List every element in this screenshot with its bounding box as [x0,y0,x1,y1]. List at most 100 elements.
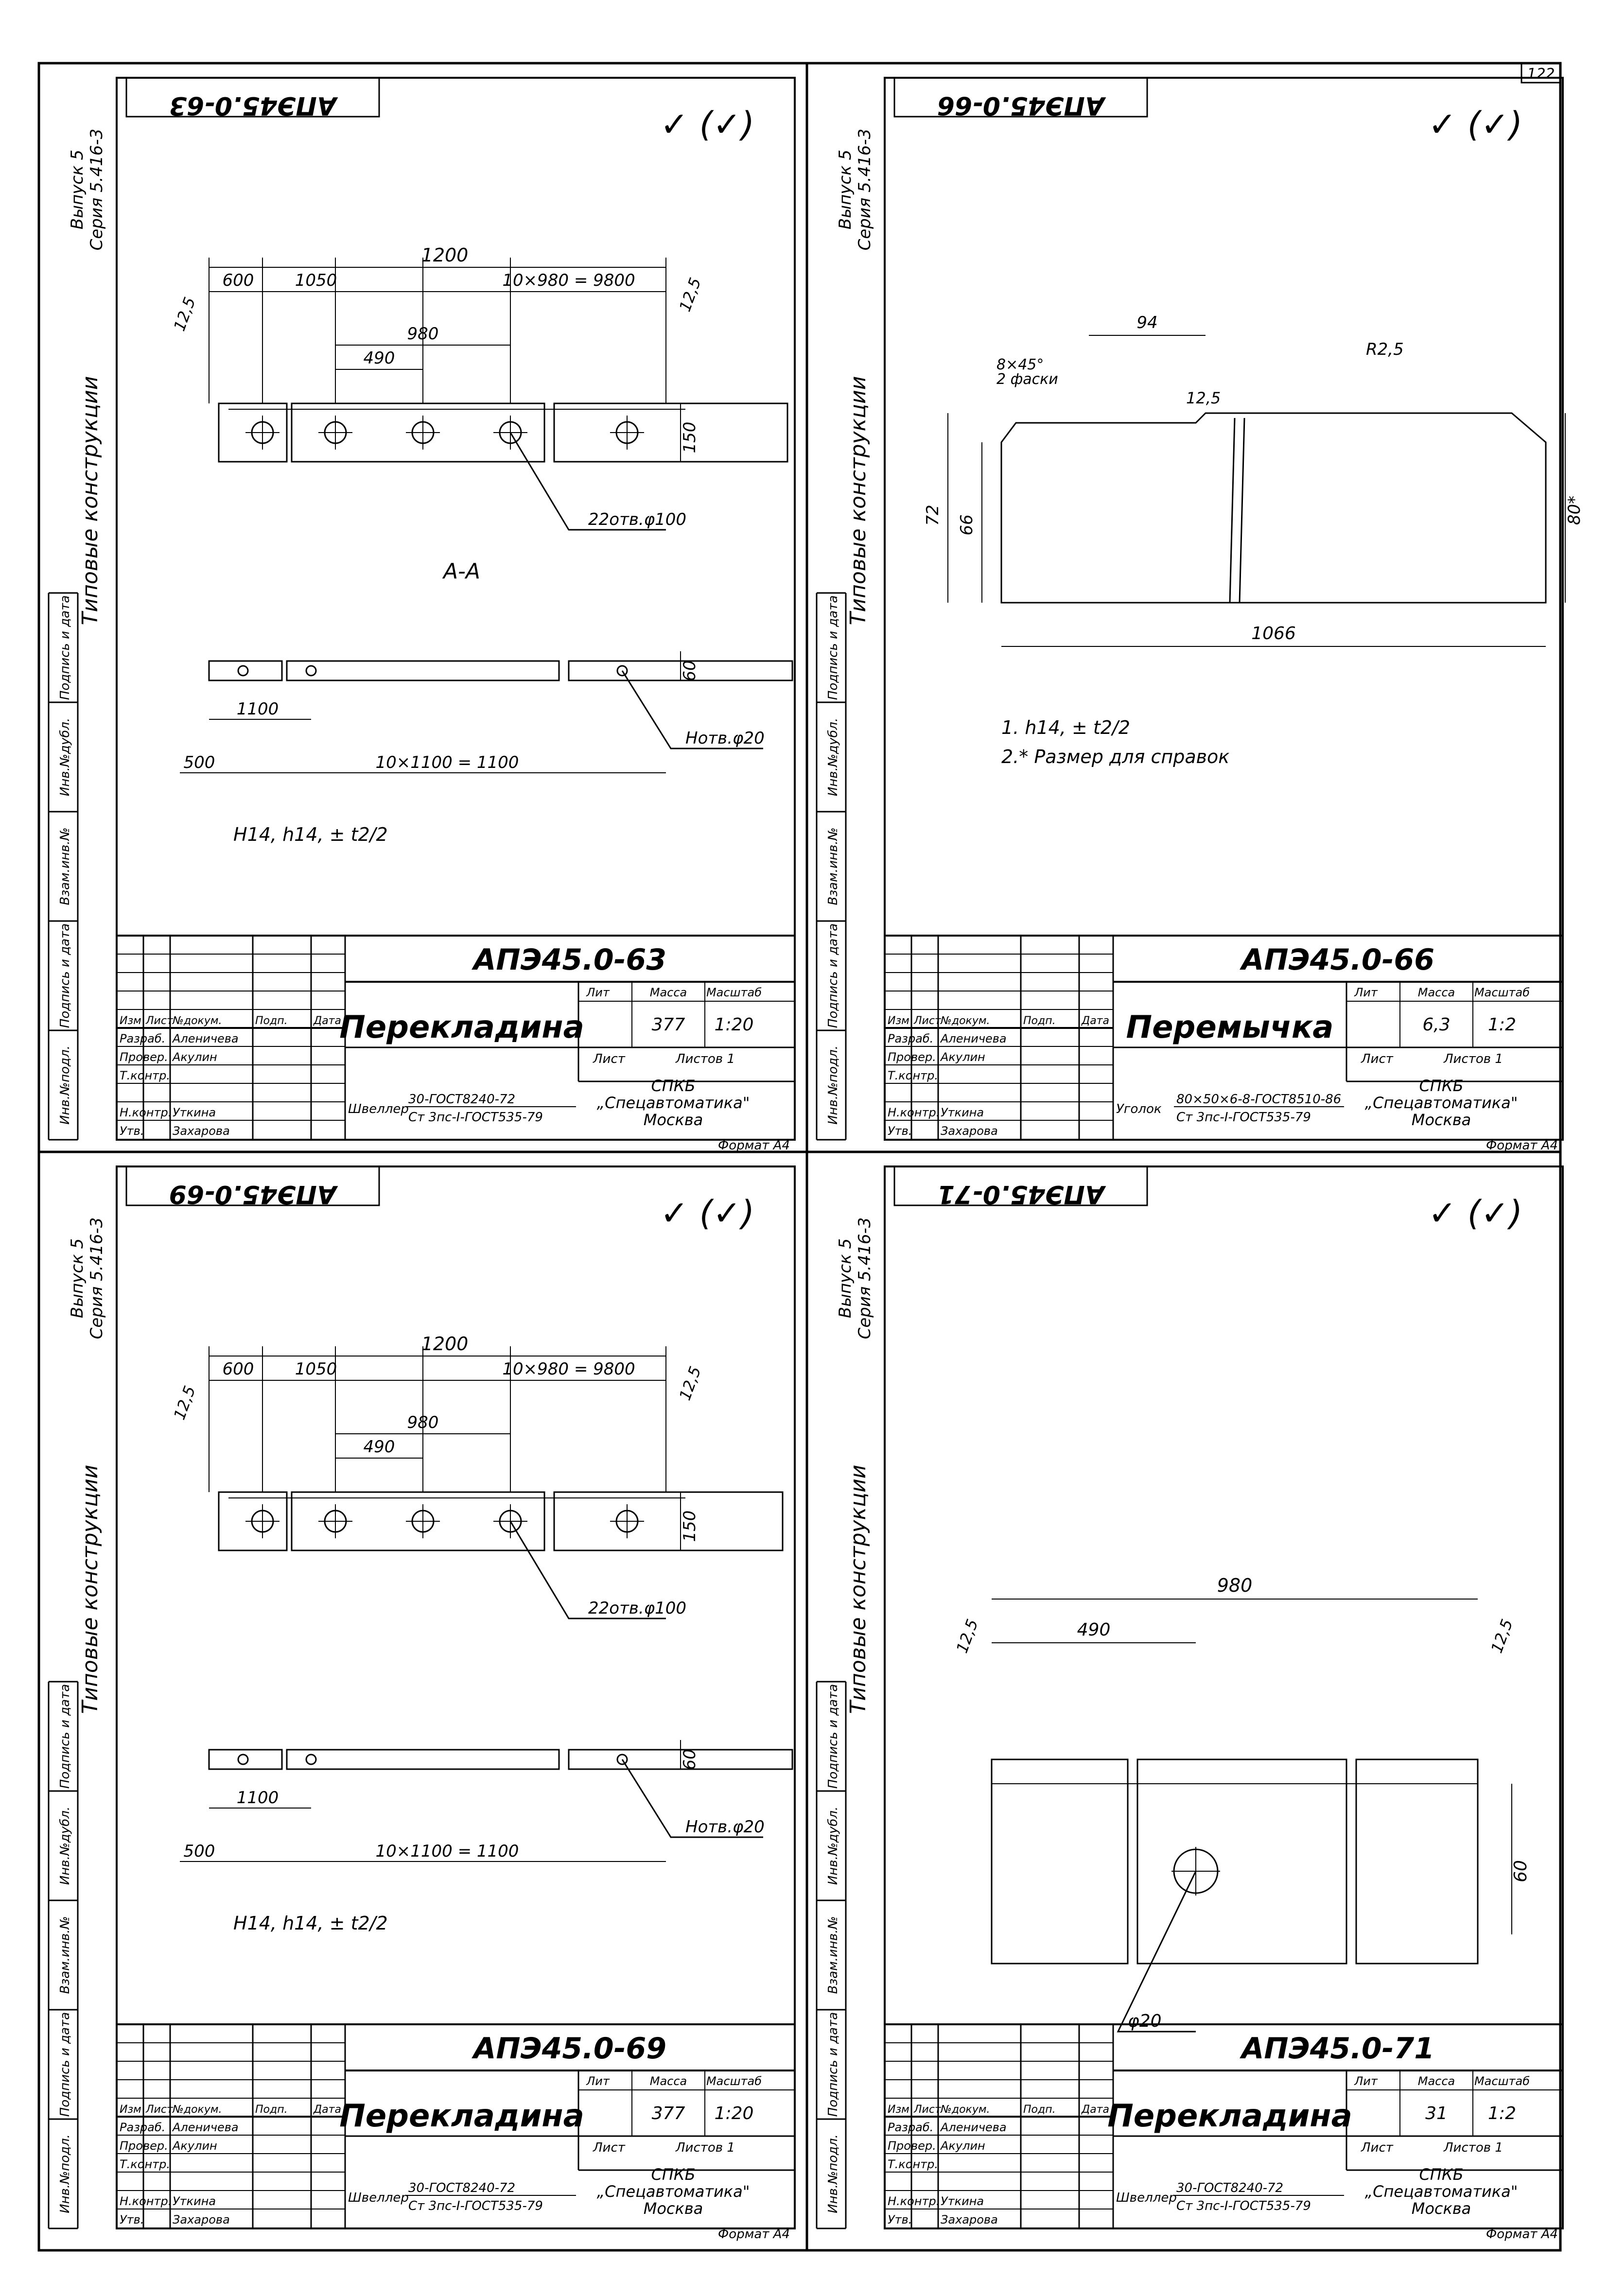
stamp-column-label: Инв.№подл. [826,2134,840,2213]
org-name: СПКБ [1419,2165,1463,2184]
hdr-izm: Изм [120,2104,141,2116]
issue-label: Выпуск 5 [68,150,87,229]
person-name: Уткина [941,2194,984,2208]
hdr-doc: №докум. [940,1015,990,1027]
sheet-format: Формат А4 [1486,2227,1558,2242]
scale-value: 1:2 [1488,2104,1516,2123]
issue-label: Выпуск 5 [836,1238,855,1318]
person-name: Акулин [172,1050,217,1064]
holes-callout: 22отв.φ100 [588,510,686,529]
section-label: А-А [442,559,480,584]
hdr-sign: Подп. [1023,2104,1056,2116]
beam-segment [218,402,288,463]
issue-label: Выпуск 5 [836,150,855,229]
sec-left: 500 [184,1842,215,1861]
beam-segment [218,1491,288,1551]
sheet-label: Лист [593,2140,626,2155]
org-city: Москва [644,2199,703,2218]
rough-mark: 12,5 [1186,389,1221,407]
dim-second: 1050 [295,1359,337,1379]
part-name: Перемычка [1126,1009,1334,1045]
role-label: Разраб. [888,1032,933,1045]
org-name: СПКБ [1419,1077,1463,1095]
sec-holes-callout: Нотв.φ20 [685,729,765,748]
stamp-column-label: Подпись и дата [58,595,72,700]
sheets-label: Листов 1 [675,1052,735,1066]
person-name: Захарова [173,2213,230,2226]
role-label: Разраб. [888,2121,933,2134]
dim-pitch: 10×980 = 9800 [502,1359,635,1379]
beam-segment [553,1491,784,1551]
series-side-title: Типовые конструкции [78,376,103,626]
person-name: Аленичева [172,1032,239,1045]
stamp-column-label: Инв.№дубл. [58,718,72,796]
stamp-column-label: Инв.№подл. [826,1045,840,1125]
person-name: Аленичева [940,1032,1007,1045]
hdr-doc: №докум. [172,2104,222,2116]
org-city: Москва [644,1111,703,1129]
sec-height: 60 [680,660,699,681]
small-hole [237,665,249,677]
rough-left: 12,5 [170,295,199,333]
sec-pitch: 10×1100 = 1100 [376,753,519,772]
sheet-format: Формат А4 [718,1138,790,1153]
mass-value: 6,3 [1422,1015,1450,1035]
hdr-date: Дата [313,1015,341,1027]
hdr-sign: Подп. [255,1015,288,1027]
dim-overall: 1200 [421,244,469,266]
dim-left: 600 [223,271,254,290]
lit-label: Лит [1354,2074,1378,2088]
org-line: „Спецавтоматика" [1365,1094,1518,1112]
dim-height: 150 [680,422,699,453]
scale-value: 1:20 [715,2104,754,2123]
dim-short: 490 [1077,1620,1111,1640]
inner-frame [116,1165,796,2229]
section-segment [208,1749,283,1770]
dim-h3: 80* [1565,496,1584,525]
section-segment [208,660,283,681]
role-label: Н.контр. [120,1106,172,1119]
issue-label: Выпуск 5 [68,1238,87,1318]
rough-right: 12,5 [676,1364,705,1403]
mass-label: Масса [650,2074,687,2088]
person-name: Акулин [172,2139,217,2153]
plate-segment [991,1758,1129,1965]
dim-left: 600 [223,1359,254,1379]
leader [621,670,763,749]
radius: R2,5 [1366,340,1404,359]
leader [621,1759,763,1838]
material-bottom: Ст 3пс-I-ГОСТ535-79 [408,1110,543,1125]
sheets-label: Листов 1 [675,2140,735,2155]
person-name: Аленичева [940,2121,1007,2134]
person-name: Уткина [173,2194,216,2208]
hdr-date: Дата [1081,2104,1109,2116]
material-label: Швеллер [348,2191,409,2205]
hdr-izm: Изм [888,2104,909,2116]
code-tag-text: АПЭ45.0-63 [169,91,338,120]
stamp-column-label: Подпись и дата [826,923,840,1028]
role-label: Провер. [888,2139,936,2153]
sheets-label: Листов 1 [1443,1052,1503,1066]
stamp-column-label: Инв.№дубл. [826,1807,840,1885]
material-label: Швеллер [348,1102,409,1116]
dim-height: 60 [1511,1860,1531,1882]
stamp-column-label: Взам.инв.№ [826,1916,840,1994]
sheet-format: Формат А4 [718,2227,790,2242]
lit-label: Лит [1354,986,1378,999]
chamfer-count: 2 фаски [996,371,1058,388]
mass-label: Масса [1418,2074,1455,2088]
scale-label: Масштаб [706,986,762,999]
role-label: Н.контр. [120,2194,172,2208]
scale-label: Масштаб [706,2074,762,2088]
role-label: Разраб. [120,1032,165,1045]
role-label: Т.контр. [888,1069,938,1082]
material-bottom: Ст 3пс-I-ГОСТ535-79 [1176,2199,1311,2213]
stamp-column-label: Подпись и дата [826,2012,840,2117]
sheets-label: Листов 1 [1443,2140,1503,2155]
series-label: Серия 5.416-3 [855,1218,874,1339]
org-name: СПКБ [651,2165,695,2184]
leader [509,1521,666,1619]
